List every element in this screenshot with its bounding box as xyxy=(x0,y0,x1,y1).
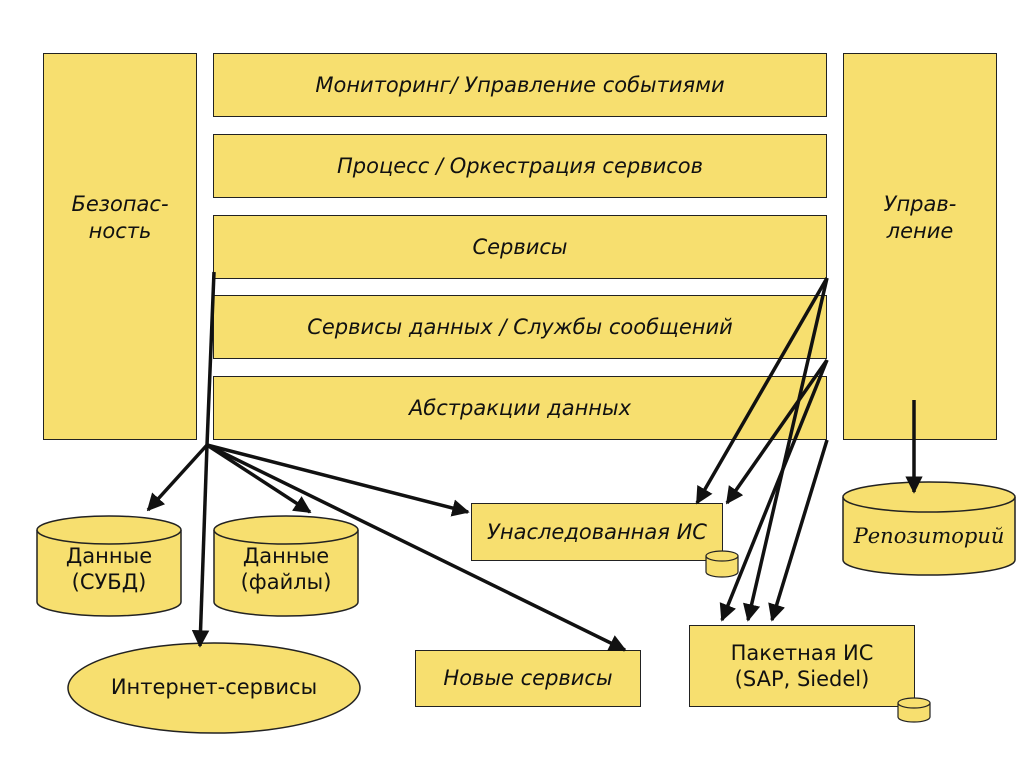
monitoring-label: Мониторинг/ Управление событиями xyxy=(315,72,725,97)
arrow-to-legacy-is xyxy=(206,443,470,517)
arrow-services-to-package xyxy=(743,277,829,622)
monitoring-layer: Мониторинг/ Управление событиями xyxy=(213,53,827,117)
package-db-icon xyxy=(897,697,931,723)
package-is-box: Пакетная ИС (SAP, Siedel) xyxy=(689,625,915,707)
data-abstraction-label: Абстракции данных xyxy=(408,395,632,420)
arrow-services-to-legacy xyxy=(695,277,829,505)
arrow-to-new-services xyxy=(206,443,627,652)
arrow-to-file-data xyxy=(206,443,312,514)
hub-stem-line xyxy=(205,271,216,446)
legacy-db-icon xyxy=(705,550,739,578)
arrow-abstraction-to-package xyxy=(768,439,829,622)
security-label: Безопас- ность xyxy=(71,192,169,243)
arrow-data-to-package xyxy=(719,359,829,622)
data-services-layer: Сервисы данных / Службы сообщений xyxy=(213,295,827,359)
package-is-label: Пакетная ИС (SAP, Siedel) xyxy=(730,640,874,691)
hub-arrows xyxy=(146,271,923,652)
services-label: Сервисы xyxy=(472,234,568,259)
process-label: Процесс / Оркестрация сервисов xyxy=(337,153,703,178)
data-services-label: Сервисы данных / Службы сообщений xyxy=(307,314,733,339)
management-column: Управ- ление xyxy=(843,53,997,440)
services-layer: Сервисы xyxy=(213,215,827,279)
arrow-to-db-data xyxy=(146,443,209,512)
legacy-is-box: Унаследованная ИС xyxy=(471,503,723,561)
arrow-data-to-legacy xyxy=(725,358,829,505)
process-layer: Процесс / Оркестрация сервисов xyxy=(213,134,827,198)
management-label: Управ- ление xyxy=(883,192,957,243)
db-data-cylinder xyxy=(36,515,182,617)
arrow-to-internet-services xyxy=(191,444,210,648)
new-services-box: Новые сервисы xyxy=(415,650,641,707)
security-column: Безопас- ность xyxy=(43,53,197,440)
data-abstraction-layer: Абстракции данных xyxy=(213,376,827,440)
file-data-cylinder xyxy=(213,515,359,617)
legacy-is-label: Унаследованная ИС xyxy=(487,519,707,544)
new-services-label: Новые сервисы xyxy=(443,666,613,691)
repository-cylinder xyxy=(842,481,1016,576)
internet-services-ellipse xyxy=(67,642,361,734)
